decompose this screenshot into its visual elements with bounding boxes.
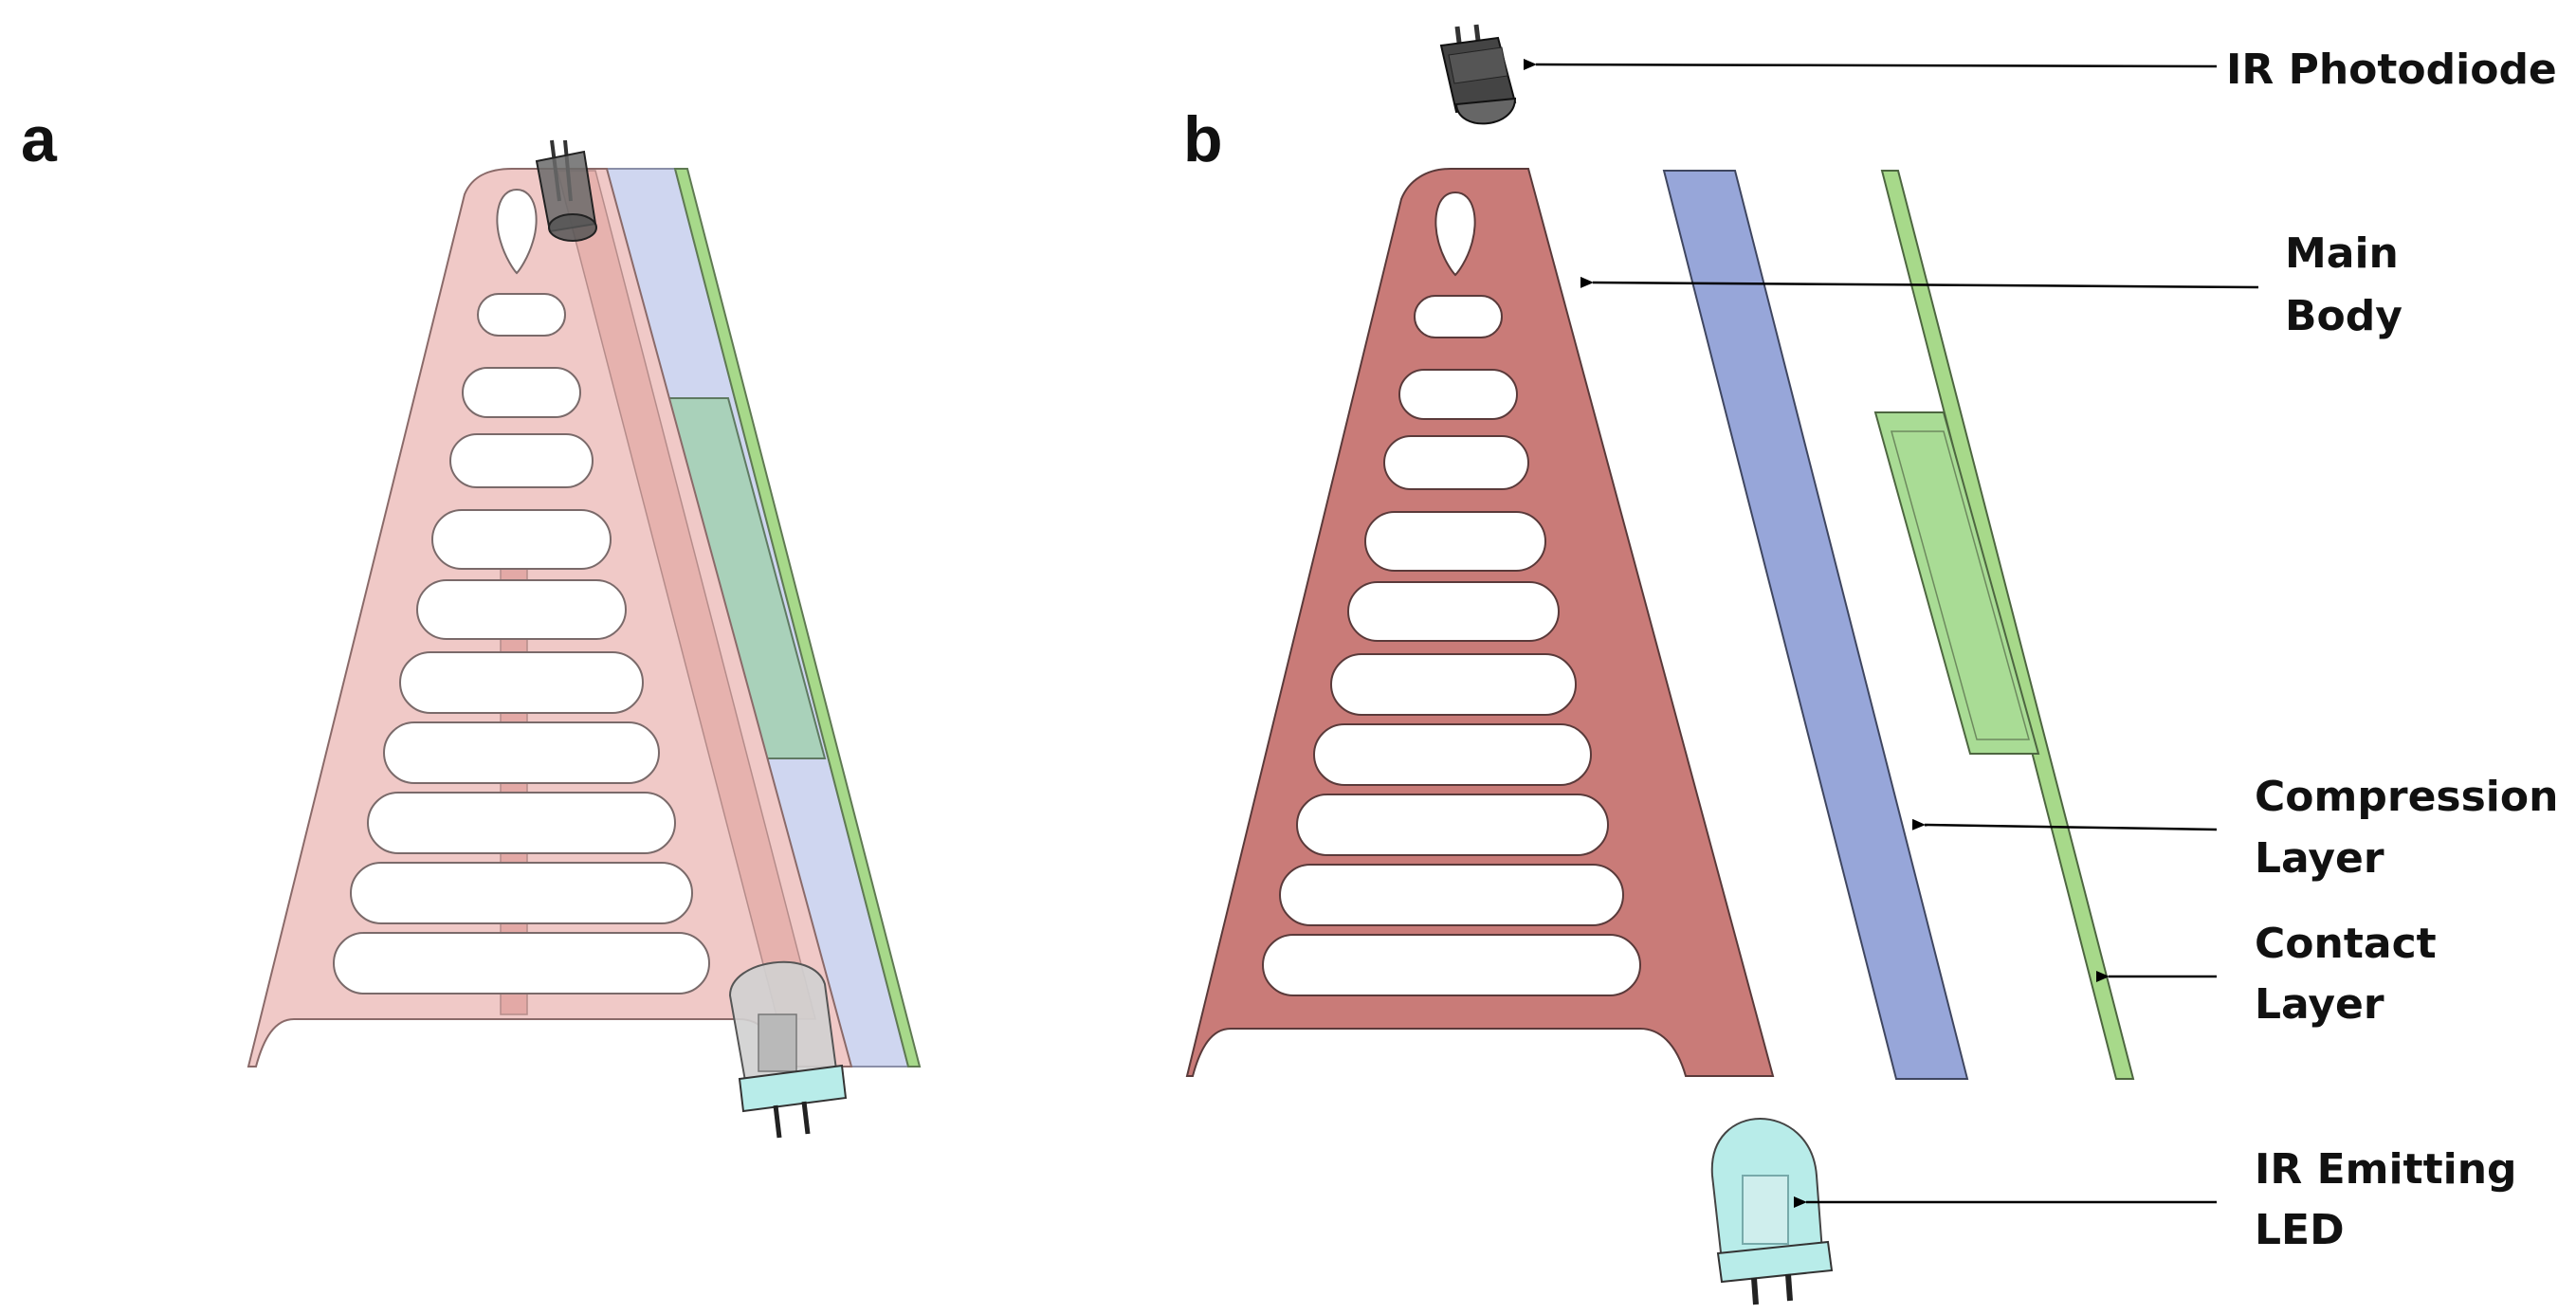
slot-b-3	[1383, 435, 1529, 490]
slot-b-1	[1414, 295, 1503, 338]
photodiode-icon	[535, 139, 597, 242]
slot-7	[383, 721, 660, 784]
arrow-left-icon	[1523, 58, 2218, 70]
label-main-body-line2: Body	[2285, 292, 2402, 340]
label-contact-line1: Contact	[2255, 920, 2437, 968]
slot-b-7	[1313, 723, 1592, 786]
panel-a: a	[21, 103, 922, 1139]
slot-9	[350, 862, 693, 924]
label-main-body-line1: Main	[2285, 229, 2399, 278]
arrow-left-icon	[1911, 818, 2218, 831]
slot-b-8	[1296, 794, 1609, 856]
panel-label-b: b	[1183, 103, 1223, 175]
label-led-line2: LED	[2255, 1206, 2345, 1254]
led-icon	[728, 960, 848, 1139]
label-compression-line1: Compression	[2255, 773, 2558, 821]
slot-5	[416, 579, 627, 640]
slot-1	[477, 293, 566, 337]
slot-b-2	[1398, 369, 1518, 420]
label-led-line1: IR Emitting	[2255, 1145, 2517, 1194]
slot-2	[462, 367, 581, 418]
slot-b-6	[1330, 653, 1577, 716]
teardrop-slot-b	[1434, 191, 1476, 277]
slot-b-10	[1262, 934, 1641, 996]
contact-layer	[1880, 170, 2135, 1080]
slot-6	[399, 651, 644, 714]
slot-b-9	[1279, 864, 1624, 926]
label-compression-line2: Layer	[2255, 834, 2384, 883]
contact-pad	[1873, 411, 2040, 755]
slot-b-4	[1364, 511, 1546, 572]
slot-8	[367, 792, 676, 854]
slot-4	[431, 509, 612, 570]
panel-label-a: a	[21, 103, 58, 175]
label-contact-line2: Layer	[2255, 980, 2384, 1029]
contact-layer-strip	[673, 168, 922, 1068]
photodiode-icon	[1439, 24, 1517, 125]
label-ir-photodiode: IR Photodiode	[2226, 46, 2557, 94]
slot-10	[333, 932, 710, 995]
arrow-left-icon	[1580, 276, 2259, 289]
led-icon	[1710, 1118, 1834, 1305]
slot-b-5	[1347, 581, 1560, 642]
slot-3	[449, 433, 594, 488]
compression-layer	[1662, 170, 1969, 1080]
teardrop-slot	[496, 188, 538, 275]
panel-b: b	[1183, 24, 2558, 1305]
